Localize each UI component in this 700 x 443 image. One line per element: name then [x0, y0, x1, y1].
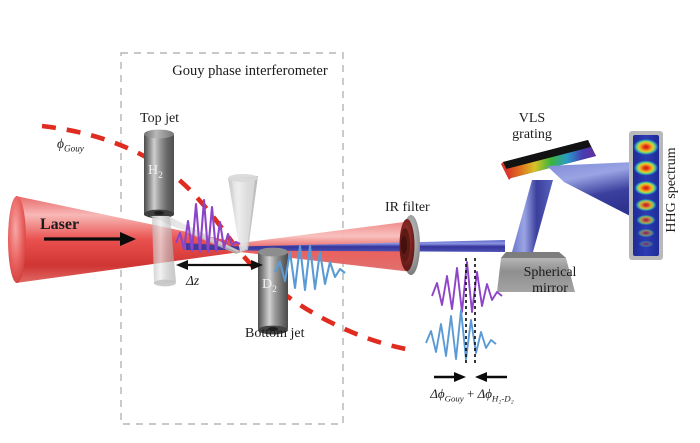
spherical-mirror-label: Spherical mirror — [524, 265, 577, 296]
spherical-mirror-label-line1: Spherical — [523, 265, 577, 280]
phase-shift-operator: + — [463, 386, 478, 401]
gouy-phi-symbol: ϕ — [57, 136, 64, 151]
phase-shift-label: ΔϕGouy + ΔϕH₂-D₂ — [430, 386, 514, 404]
phase-shift-sub2: H₂-D₂ — [491, 393, 514, 404]
d2-gas-label: D2 — [262, 277, 277, 295]
phase-shift-term1: Δϕ — [430, 386, 445, 401]
vls-grating — [501, 140, 596, 180]
gouy-subscript: Gouy — [64, 143, 84, 154]
beam-grating-to-detector — [547, 162, 634, 218]
phase-shift-arrows — [434, 372, 507, 382]
top-jet-label: Top jet — [140, 111, 180, 126]
waveform-h2-packet — [175, 198, 241, 254]
beam-mirror-to-grating — [512, 180, 553, 252]
vls-grating-label-line2: grating — [512, 126, 552, 142]
phase-shift-term2: Δϕ — [477, 386, 492, 401]
d2-symbol: D — [262, 277, 273, 292]
h2-gas-label: H2 — [148, 163, 163, 181]
waveform-compare-h2 — [431, 261, 503, 313]
waveform-compare-d2 — [425, 309, 497, 360]
page-title: Gouy phase interferometer — [172, 63, 328, 79]
vls-grating-label-line1: VLS — [518, 111, 546, 126]
h2-symbol: H — [148, 163, 159, 178]
waveform-d2-packet — [274, 244, 346, 292]
gouy-phase-label: ϕGouy — [57, 136, 84, 154]
laser-direction-arrow — [44, 232, 136, 246]
vls-grating-label: VLS grating — [512, 111, 552, 142]
h2-subscript: 2 — [158, 170, 163, 181]
focus-cone-left — [152, 216, 176, 287]
phase-shift-sub1: Gouy — [444, 393, 464, 404]
ir-filter-label: IR filter — [385, 200, 430, 215]
spherical-mirror — [497, 252, 575, 292]
bottom-jet-label: Bottom jet — [245, 326, 305, 341]
top-jet-gas-cone — [150, 216, 242, 254]
delta-z-label: Δz — [186, 273, 200, 288]
spherical-mirror-label-line2: mirror — [532, 280, 568, 296]
laser-label: Laser — [40, 216, 80, 233]
delta-z-arrow — [176, 260, 263, 270]
hhg-spectrum-label: HHG spectrum — [664, 147, 680, 233]
bottom-jet-nozzle — [228, 174, 288, 335]
ir-filter — [399, 215, 420, 275]
hhg-detector — [629, 131, 663, 260]
gouy-phase-curve — [41, 123, 407, 352]
hhg-spot-list — [633, 138, 659, 248]
d2-subscript: 2 — [272, 284, 277, 295]
